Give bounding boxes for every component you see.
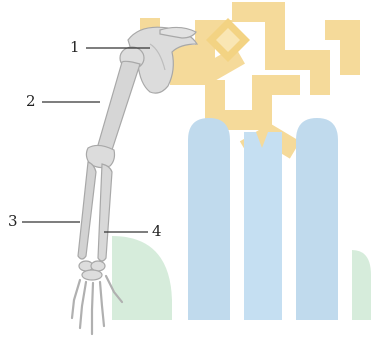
callout-label-3: 3 xyxy=(8,214,18,229)
carpal-bones xyxy=(79,261,105,280)
humerus-bone xyxy=(86,47,144,168)
callout-label-2: 2 xyxy=(26,94,36,109)
callout-label-4: 4 xyxy=(152,224,162,239)
watermark-blue-pillars xyxy=(188,118,338,320)
ulna-bone xyxy=(78,162,96,259)
callout-label-1: 1 xyxy=(70,40,80,55)
radius-bone xyxy=(98,164,112,261)
